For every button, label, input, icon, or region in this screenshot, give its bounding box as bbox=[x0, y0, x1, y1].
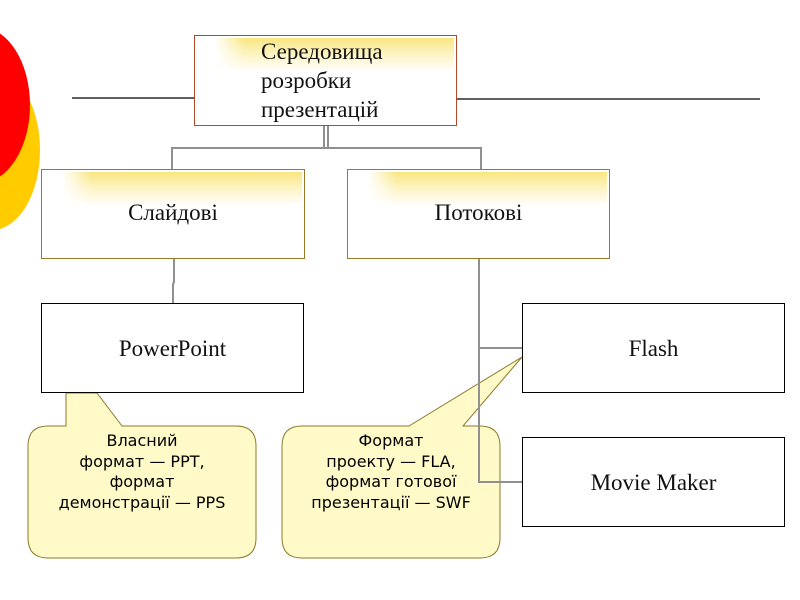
callout-line: формат bbox=[109, 472, 175, 491]
tool-node-flash[interactable]: Flash bbox=[522, 303, 785, 393]
tool-node-movie-maker[interactable]: Movie Maker bbox=[522, 437, 785, 527]
root-label-line: розробки bbox=[261, 68, 352, 93]
connector-slide-powerpoint bbox=[172, 259, 175, 303]
tool-label: PowerPoint bbox=[118, 335, 227, 361]
connector-root-categories bbox=[171, 126, 482, 169]
category-node-stream[interactable]: Потокові bbox=[347, 169, 610, 259]
connector-stream-tools bbox=[478, 259, 522, 483]
tool-label: Movie Maker bbox=[590, 469, 717, 495]
callout-line: Власний bbox=[106, 431, 178, 450]
callout-line: формат готової bbox=[325, 472, 457, 491]
category-label: Потокові bbox=[434, 199, 523, 225]
callout-line: презентації — SWF bbox=[311, 492, 471, 512]
callout-powerpoint-shape bbox=[27, 392, 257, 559]
category-label: Слайдові bbox=[128, 199, 218, 225]
root-node[interactable]: Середовища розробки презентацій bbox=[194, 35, 457, 126]
callout-line: проекту — FLA, bbox=[326, 451, 456, 471]
callout-flash-shape bbox=[281, 356, 523, 559]
callout-line: демонстрації — PPS bbox=[58, 492, 226, 512]
callout-line: Формат bbox=[358, 431, 424, 450]
callout-line: формат — PPT, bbox=[79, 451, 205, 471]
callout-flash-text: Формат проекту — FLA, формат готової пре… bbox=[282, 431, 500, 513]
tool-label: Flash bbox=[628, 335, 679, 361]
category-node-slide[interactable]: Слайдові bbox=[41, 169, 305, 259]
callout-powerpoint-text: Власний формат — PPT, формат демонстраці… bbox=[28, 431, 256, 513]
tool-node-powerpoint[interactable]: PowerPoint bbox=[41, 303, 304, 393]
root-label-line: презентацій bbox=[261, 97, 379, 122]
decor-red-circle bbox=[0, 33, 30, 177]
root-label-line: Середовища bbox=[261, 39, 383, 64]
root-label: Середовища розробки презентацій bbox=[195, 37, 383, 124]
